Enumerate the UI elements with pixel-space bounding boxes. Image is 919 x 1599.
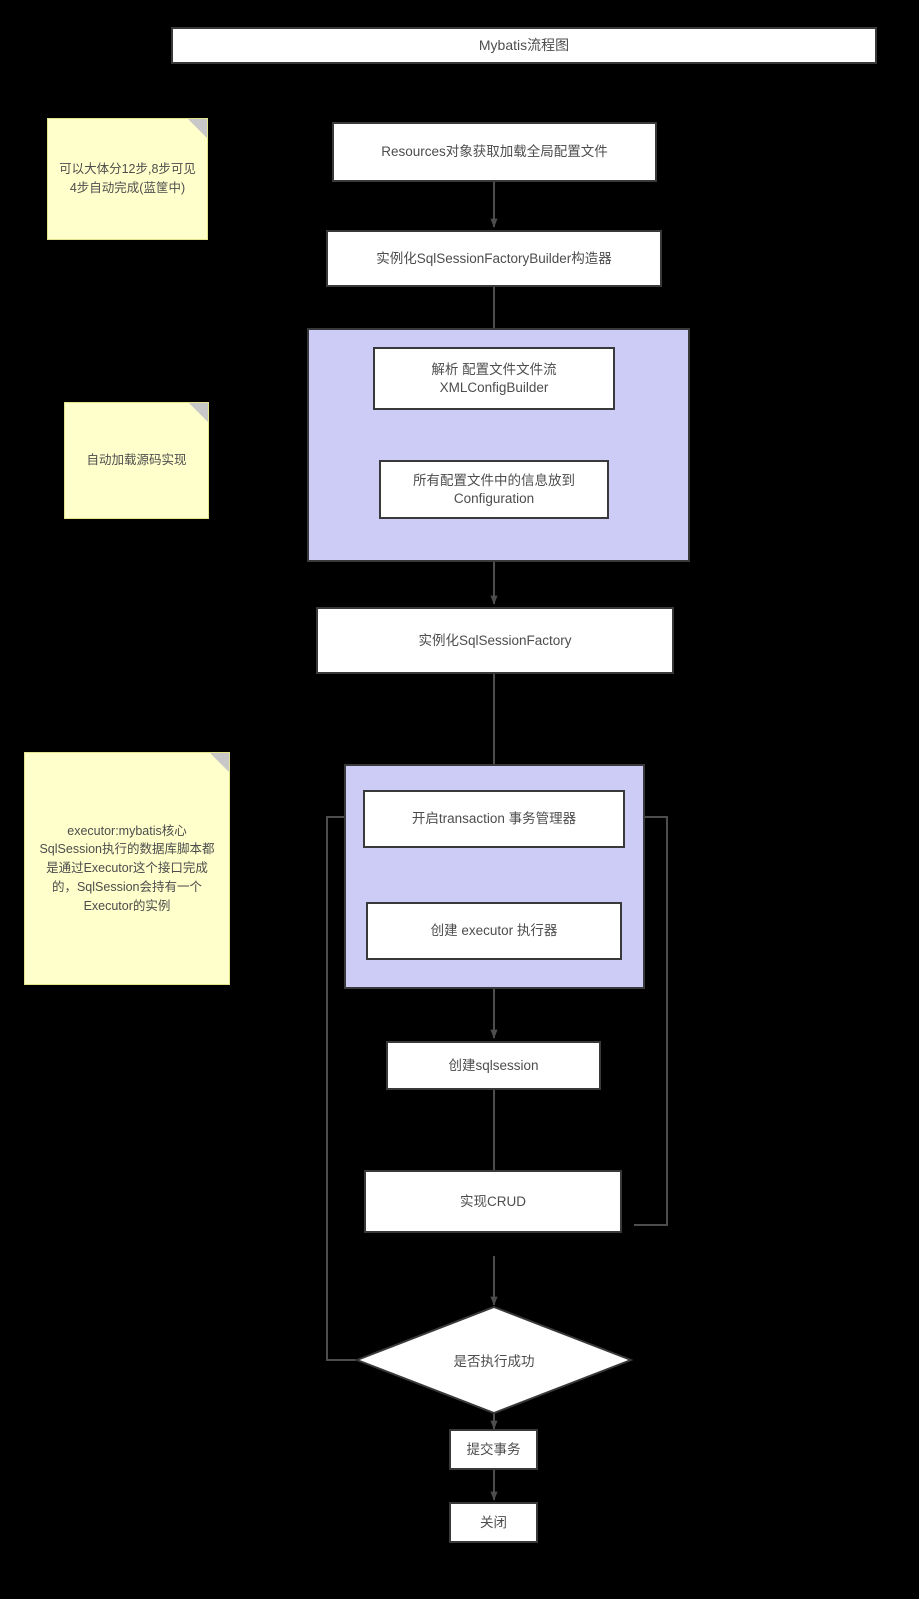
- sticky-note-autoload: 自动加载源码实现: [64, 402, 209, 519]
- node-parse-config: 解析 配置文件文件流 XMLConfigBuilder: [373, 347, 615, 410]
- node-sqlsession: 创建sqlsession: [386, 1041, 601, 1090]
- node-configuration-label: 所有配置文件中的信息放到 Configuration: [413, 473, 575, 506]
- diagram-title-bar: Mybatis流程图: [171, 27, 877, 64]
- sticky-note-autoload-text: 自动加载源码实现: [86, 453, 187, 468]
- note-fold-corner-icon: [188, 119, 207, 138]
- node-commit: 提交事务: [449, 1429, 538, 1470]
- node-resources: Resources对象获取加载全局配置文件: [332, 122, 657, 182]
- node-parse-config-label: 解析 配置文件文件流 XMLConfigBuilder: [431, 362, 557, 395]
- diagram-title: Mybatis流程图: [478, 36, 570, 53]
- node-close: 关闭: [449, 1502, 538, 1543]
- node-crud-label: 实现CRUD: [460, 1193, 526, 1209]
- node-executor: 创建 executor 执行器: [366, 902, 622, 960]
- note-fold-corner-icon: [210, 753, 229, 772]
- node-configuration: 所有配置文件中的信息放到 Configuration: [379, 460, 609, 519]
- sticky-note-steps: 可以大体分12步,8步可见 4步自动完成(蓝筐中): [47, 118, 208, 240]
- node-sqlsessionfactorybuilder-label: 实例化SqlSessionFactoryBuilder构造器: [376, 250, 612, 266]
- note-fold-corner-icon: [189, 403, 208, 422]
- node-transaction: 开启transaction 事务管理器: [363, 790, 625, 848]
- node-sqlsession-label: 创建sqlsession: [448, 1057, 539, 1073]
- node-resources-label: Resources对象获取加载全局配置文件: [381, 144, 608, 160]
- node-close-label: 关闭: [480, 1514, 507, 1530]
- node-commit-label: 提交事务: [466, 1441, 521, 1457]
- node-decision: 是否执行成功: [355, 1305, 633, 1415]
- node-transaction-label: 开启transaction 事务管理器: [411, 811, 577, 827]
- sticky-note-executor: executor:mybatis核心 SqlSession执行的数据库脚本都 是…: [24, 752, 230, 985]
- node-sqlsessionfactorybuilder: 实例化SqlSessionFactoryBuilder构造器: [326, 230, 662, 287]
- sticky-note-steps-text: 可以大体分12步,8步可见 4步自动完成(蓝筐中): [59, 162, 196, 195]
- node-sqlsessionfactory: 实例化SqlSessionFactory: [316, 607, 674, 674]
- node-executor-label: 创建 executor 执行器: [430, 923, 558, 939]
- sticky-note-executor-text: executor:mybatis核心 SqlSession执行的数据库脚本都 是…: [39, 823, 215, 913]
- node-sqlsessionfactory-label: 实例化SqlSessionFactory: [418, 632, 572, 648]
- node-crud: 实现CRUD: [364, 1170, 622, 1233]
- node-decision-label: 是否执行成功: [453, 1354, 535, 1369]
